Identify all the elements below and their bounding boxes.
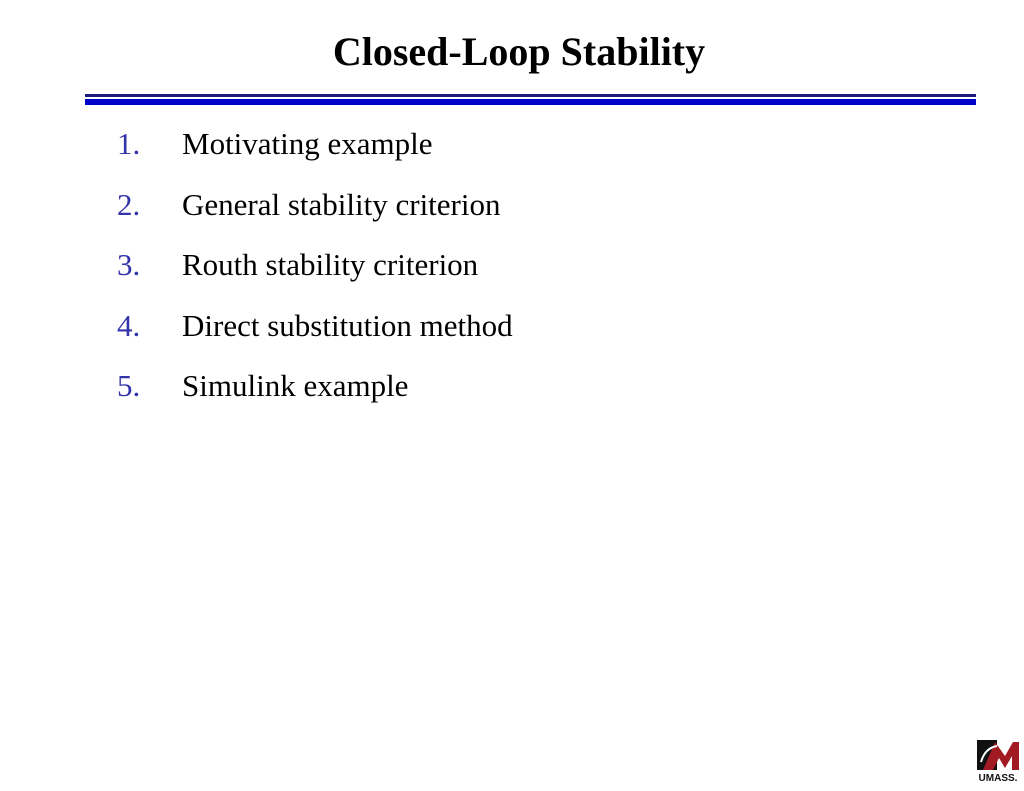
- outline-item: 2. General stability criterion: [117, 185, 513, 246]
- item-text: Motivating example: [182, 126, 433, 161]
- item-number: 4.: [117, 307, 141, 343]
- outline-item: 1. Motivating example: [117, 124, 513, 185]
- outline-item: 5. Simulink example: [117, 366, 513, 427]
- item-text: Routh stability criterion: [182, 247, 479, 282]
- slide-title: Closed-Loop Stability: [332, 29, 706, 74]
- outline-item: 4. Direct substitution method: [117, 306, 513, 367]
- outline-list: 1. Motivating example 2. General stabili…: [117, 124, 513, 427]
- item-text: General stability criterion: [182, 186, 501, 222]
- item-number: 3.: [117, 247, 141, 282]
- logo-text: UMASS.: [979, 773, 1018, 784]
- title-rule-thin: [85, 94, 976, 97]
- title-rule-thick: [85, 99, 976, 105]
- item-number: 2.: [117, 186, 141, 222]
- outline-item: 3. Routh stability criterion: [117, 245, 513, 306]
- item-number: 1.: [117, 126, 141, 161]
- item-text: Direct substitution method: [182, 307, 513, 343]
- item-text: Simulink example: [182, 368, 409, 403]
- item-number: 5.: [117, 368, 141, 403]
- umass-logo-icon: UMASS.: [975, 738, 1021, 784]
